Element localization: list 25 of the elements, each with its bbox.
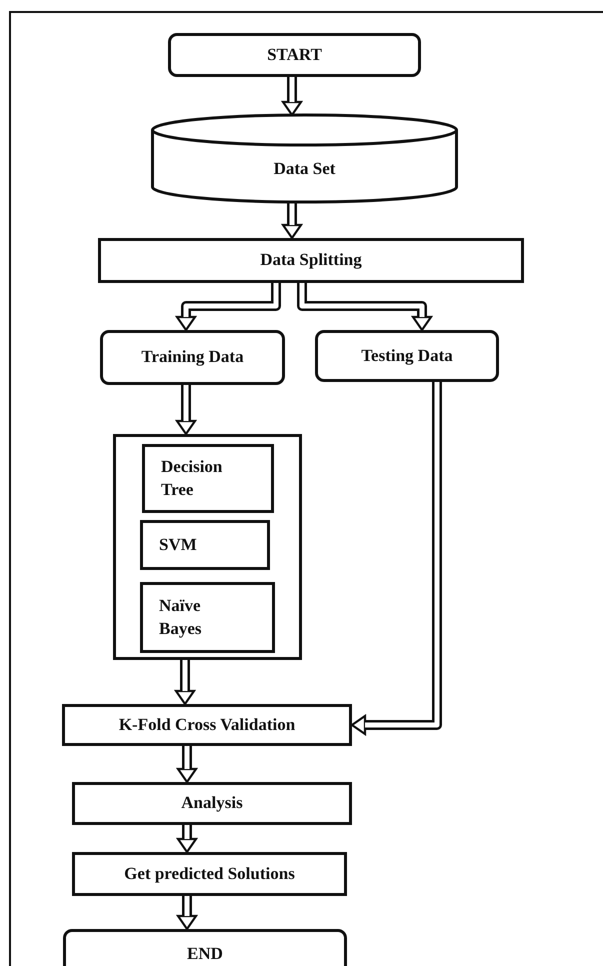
node-label: SVM [159, 534, 197, 556]
process-box [72, 852, 347, 896]
node-label: K-Fold Cross Validation [118, 714, 296, 736]
model-box [140, 582, 275, 653]
node-label: Analysis [181, 792, 243, 814]
process-box [98, 238, 524, 283]
node-label: Naïve Bayes [159, 594, 202, 640]
node-label: Data Splitting [260, 249, 362, 272]
database-cylinder [151, 115, 458, 202]
model-box [142, 444, 274, 513]
node-label: Decision Tree [161, 456, 224, 500]
start-terminal [168, 33, 421, 77]
node-label: Training Data [141, 346, 244, 368]
node-label: END [187, 942, 223, 965]
model-box [140, 520, 270, 570]
process-box [72, 782, 352, 825]
node-label: Get predicted Solutions [124, 862, 295, 885]
node-label: Testing Data [361, 344, 453, 367]
model-group-box [113, 434, 302, 660]
process-box [315, 330, 499, 382]
node-label: START [267, 44, 322, 66]
node-label: Data Set [274, 158, 336, 180]
end-terminal [63, 929, 347, 966]
process-box [100, 330, 285, 385]
process-box [62, 704, 352, 746]
